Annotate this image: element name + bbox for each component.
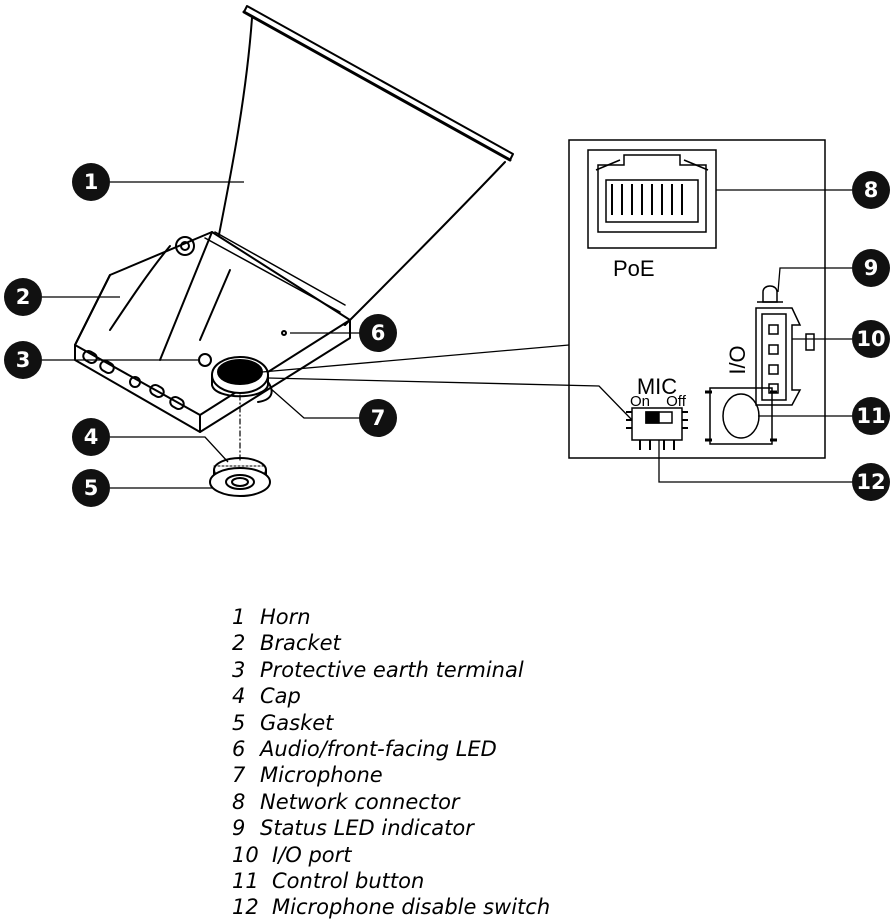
callouts: 1 2 3 4 5 6 7 8 9 10 11 12 [4,163,890,507]
svg-text:8: 8 [864,178,879,202]
callout-5: 5 [72,469,110,507]
legend-item: 8 Network connector [232,789,550,815]
io-label: I/O [725,345,750,374]
legend-label: Protective earth terminal [260,657,524,682]
horn [211,5,514,326]
legend-label: Horn [260,605,311,629]
legend-label: Bracket [260,631,341,656]
legend-item: 2 Bracket [232,630,550,656]
legend-item: 5 Gasket [232,710,550,736]
legend-label: Control button [272,868,425,893]
svg-text:7: 7 [371,406,386,430]
svg-text:4: 4 [84,425,99,449]
callout-11: 11 [852,397,890,435]
legend-label: Audio/front-facing LED [260,736,497,761]
legend-item: 6 Audio/front-facing LED [232,736,550,762]
legend-number: 6 [232,736,246,761]
legend-number: 8 [232,789,246,814]
legend-label: Gasket [260,710,334,735]
svg-text:9: 9 [864,256,879,280]
callout-10: 10 [852,320,890,358]
status-led [757,285,783,303]
legend-item: 9 Status LED indicator [232,815,550,841]
legend-number: 1 [232,605,246,629]
callout-3: 3 [4,341,42,379]
legend-number: 4 [232,684,246,709]
callout-8: 8 [852,171,890,209]
legend-label: I/O port [272,842,352,867]
svg-text:10: 10 [856,327,885,351]
legend-label: Microphone disable switch [272,895,551,920]
legend-label: Microphone [260,763,383,788]
speaker-diagram: PoE I/O MIC On Off 1 2 3 4 5 6 7 8 9 10 … [4,5,890,507]
callout-1: 1 [72,163,110,201]
legend-item: 10 I/O port [232,842,550,868]
legend-item: 12 Microphone disable switch [232,894,550,920]
switch-off-label: Off [666,393,687,410]
cap-gasket [209,457,271,497]
legend-item: 4 Cap [232,683,550,709]
mic-label: MIC [637,374,677,399]
svg-text:3: 3 [16,348,31,372]
legend-item: 1 Horn [232,604,550,630]
svg-text:2: 2 [16,285,31,309]
legend-label: Network connector [260,789,460,814]
legend-number: 2 [232,631,246,656]
legend-number: 7 [232,763,246,788]
legend-item: 11 Control button [232,868,550,894]
legend-item: 7 Microphone [232,762,550,788]
callout-9: 9 [852,249,890,287]
callout-7: 7 [359,399,397,437]
legend-number: 11 [232,868,259,893]
callout-6: 6 [359,314,397,352]
bracket [74,231,351,461]
legend-number: 9 [232,816,246,841]
legend-number: 3 [232,657,246,682]
switch-on-label: On [630,393,650,410]
legend-label: Cap [260,684,301,709]
callout-2: 2 [4,278,42,316]
callout-4: 4 [72,418,110,456]
parts-legend: 1 Horn 2 Bracket 3 Protective earth termina… [232,604,550,921]
mic-switch [626,407,688,450]
poe-label: PoE [613,256,655,281]
legend-number: 10 [232,842,259,867]
legend-label: Status LED indicator [260,816,474,841]
svg-text:5: 5 [84,476,99,500]
io-port [755,307,815,406]
leader-lines [42,181,852,489]
callout-12: 12 [852,463,890,501]
legend-item: 3 Protective earth terminal [232,657,550,683]
device-illustration [74,5,514,497]
svg-text:1: 1 [84,170,99,194]
legend-number: 5 [232,710,246,735]
connector-panel [568,139,826,459]
svg-text:11: 11 [856,404,885,428]
network-connector [587,149,717,249]
legend-number: 12 [232,895,259,920]
svg-text:6: 6 [371,321,386,345]
svg-text:12: 12 [856,470,885,494]
